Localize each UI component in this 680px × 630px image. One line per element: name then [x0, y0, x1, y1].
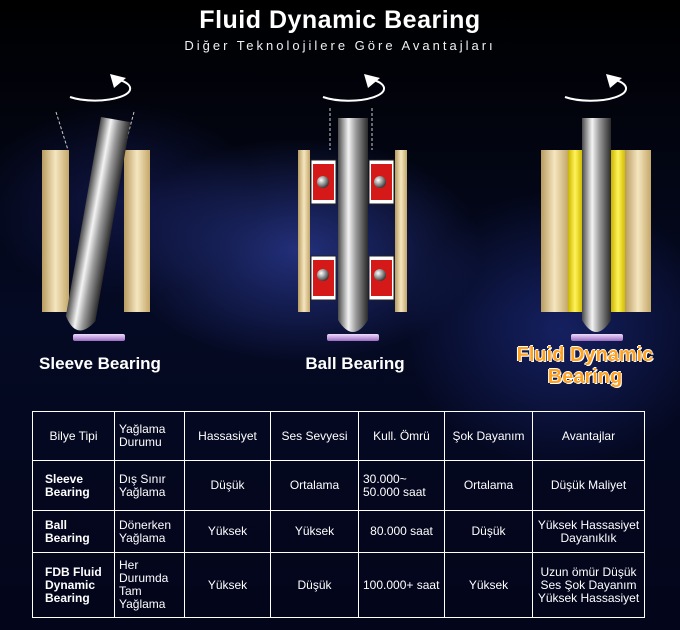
fdb-diagram	[541, 74, 651, 341]
row-type-cell: FDB Fluid Dynamic Bearing	[32, 552, 115, 618]
ball-bearing-label: Ball Bearing	[305, 354, 405, 373]
sleeve-right	[124, 150, 150, 312]
ball	[317, 176, 329, 188]
sleeve-right	[625, 150, 651, 312]
sleeve-bearing-diagram	[42, 74, 150, 341]
table-cell: Ortalama	[270, 460, 359, 511]
table-row: Sleeve Bearing Dış Sınır Yağlama Düşük O…	[32, 460, 645, 511]
shaft	[582, 118, 611, 332]
table-cell: Düşük Maliyet	[532, 460, 645, 511]
page-title: Fluid Dynamic Bearing	[199, 6, 481, 34]
rotation-arrowhead-icon	[110, 74, 126, 88]
housing-right	[395, 150, 407, 312]
table-cell: 30.000~ 50.000 saat	[358, 460, 445, 511]
sleeve-left	[42, 150, 69, 312]
table-cell: Dönerken Yağlama	[114, 510, 185, 553]
table-cell: Her Durumda Tam Yağlama	[114, 552, 185, 618]
header-cell: Avantajlar	[532, 411, 645, 461]
header-cell: Yağlama Durumu	[114, 411, 185, 461]
table-cell: 80.000 saat	[358, 510, 445, 553]
shaft	[65, 116, 131, 331]
fdb-label-line2: Bearing	[547, 366, 623, 388]
fluid-right	[611, 150, 625, 312]
table-cell: Yüksek	[184, 552, 271, 618]
housing-left	[298, 150, 310, 312]
fdb-label: Fluid Dynamic Bearing	[490, 344, 680, 388]
base-plate	[571, 334, 623, 341]
sleeve-bearing-label: Sleeve Bearing	[39, 354, 161, 373]
header-cell: Kull. Ömrü	[358, 411, 445, 461]
header-cell: Şok Dayanım	[444, 411, 533, 461]
row-type-cell: Ball Bearing	[32, 510, 115, 553]
table-cell: Yüksek Hassasiyet Dayanıklık	[532, 510, 645, 553]
ball	[317, 269, 329, 281]
comparison-table: Bilye Tipi Yağlama Durumu Hassasiyet Ses…	[32, 411, 645, 618]
ball	[374, 269, 386, 281]
table-cell: Yüksek	[184, 510, 271, 553]
table-cell: Düşük	[270, 552, 359, 618]
table-cell: Yüksek	[444, 552, 533, 618]
header-cell: Hassasiyet	[184, 411, 271, 461]
header-cell: Ses Sevyesi	[270, 411, 359, 461]
table-cell: Uzun ömür Düşük Ses Şok Dayanım Yüksek H…	[532, 552, 645, 618]
sleeve-left	[541, 150, 568, 312]
base-plate	[327, 334, 379, 341]
bearing-illustrations	[42, 74, 651, 341]
fdb-label-line1: Fluid Dynamic	[516, 344, 654, 366]
rotation-arrow-icon	[69, 79, 132, 102]
table-row: FDB Fluid Dynamic Bearing Her Durumda Ta…	[32, 552, 645, 618]
table-cell: 100.000+ saat	[358, 552, 445, 618]
table-cell: Düşük	[184, 460, 271, 511]
page-subtitle: Diğer Teknolojilere Göre Avantajları	[184, 38, 496, 53]
table-cell: Düşük	[444, 510, 533, 553]
rotation-arrow-icon	[564, 79, 627, 102]
ball-bearing-diagram	[298, 74, 407, 341]
rotation-arrowhead-icon	[606, 74, 622, 88]
rotation-arrowhead-icon	[364, 74, 380, 88]
row-type-cell: Sleeve Bearing	[32, 460, 115, 511]
base-plate	[73, 334, 125, 341]
table-cell: Ortalama	[444, 460, 533, 511]
table-row: Ball Bearing Dönerken Yağlama Yüksek Yük…	[32, 510, 645, 553]
table-header-row: Bilye Tipi Yağlama Durumu Hassasiyet Ses…	[32, 411, 645, 461]
shaft	[338, 118, 368, 332]
fluid-left	[568, 150, 582, 312]
ball	[374, 176, 386, 188]
table-cell: Yüksek	[270, 510, 359, 553]
rotation-arrow-icon	[322, 79, 385, 102]
table-cell: Dış Sınır Yağlama	[114, 460, 185, 511]
header-cell: Bilye Tipi	[32, 411, 115, 461]
